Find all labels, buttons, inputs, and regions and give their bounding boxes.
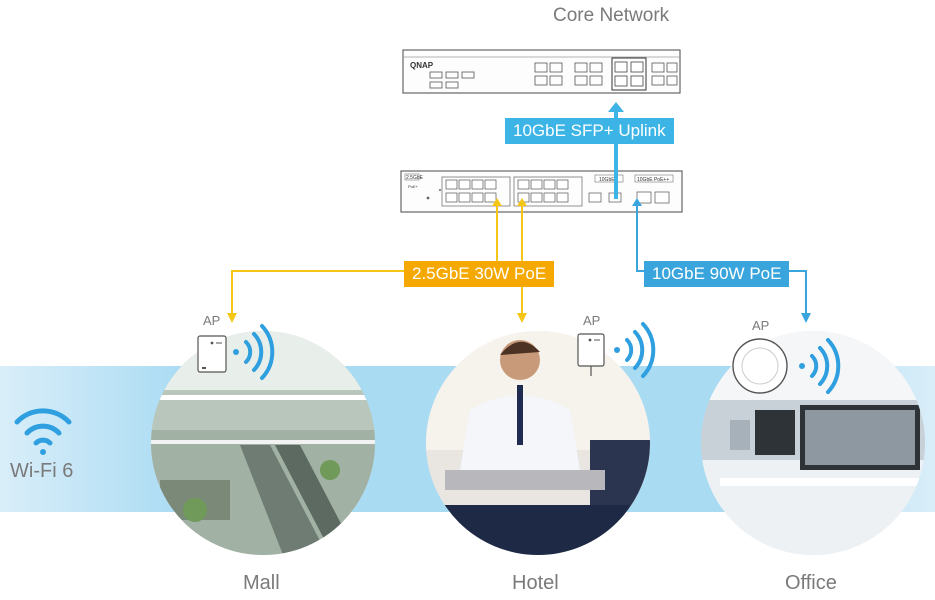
mall-ap-icon — [197, 335, 227, 373]
office-wifi-waves-icon — [799, 338, 841, 394]
access-switch: 2.5GbE PoE+ 10GbE 10GbE PoE++ — [400, 170, 683, 213]
access-switch-badge-right: 10GbE PoE++ — [637, 177, 669, 183]
poe-25-connectors — [231, 204, 523, 316]
core-network-label: Core Network — [553, 5, 670, 26]
poe-10-label: 10GbE 90W PoE — [644, 261, 790, 287]
site-label-office: Office — [785, 572, 837, 594]
core-switch-brand: QNAP — [410, 61, 434, 70]
hotel-ap-label: AP — [583, 313, 601, 328]
poe-10-connector — [636, 204, 807, 316]
core-switch: QNAP — [402, 49, 681, 94]
wifi-icon — [14, 408, 72, 455]
office-ap-icon — [732, 338, 788, 394]
wifi-label: Wi-Fi 6 — [10, 460, 74, 482]
mall-photo — [151, 331, 375, 555]
mall-ap-label: AP — [203, 313, 221, 328]
access-switch-badge-left: 2.5GbE — [406, 175, 424, 181]
office-ap-label: AP — [752, 318, 770, 333]
hotel-ap-icon — [577, 333, 605, 376]
access-switch-badge-left-sub: PoE+ — [408, 184, 419, 189]
mall-wifi-waves-icon — [233, 324, 275, 380]
uplink-label: 10GbE SFP+ Uplink — [505, 118, 674, 144]
site-label-hotel: Hotel — [512, 572, 559, 594]
poe-25-label: 2.5GbE 30W PoE — [404, 261, 555, 287]
access-switch-badge-mid: 10GbE — [599, 177, 615, 183]
hotel-wifi-waves-icon — [614, 322, 656, 378]
hotel-photo — [426, 331, 650, 555]
site-label-mall: Mall — [243, 572, 280, 594]
